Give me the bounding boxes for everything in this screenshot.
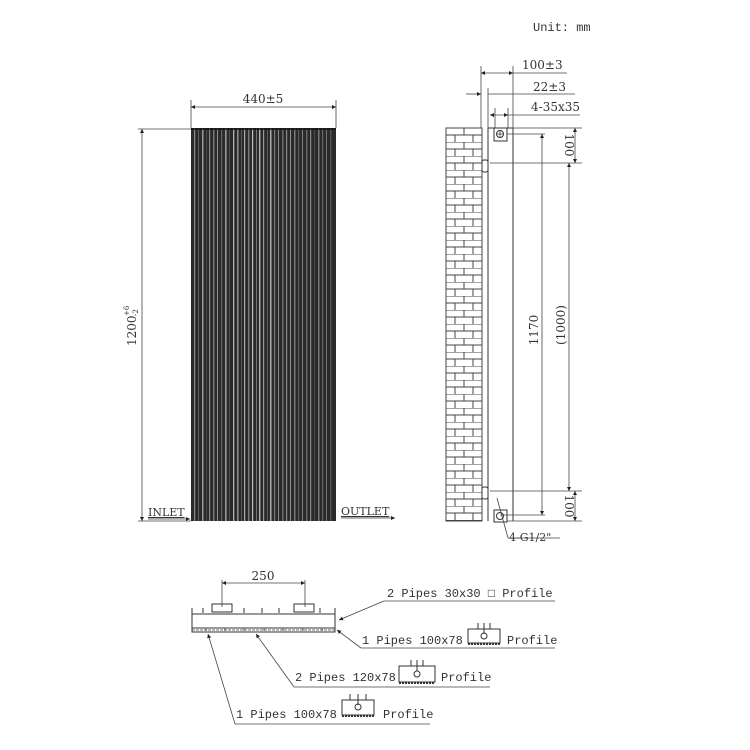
callout-30x30-pipes: 2 Pipes 30x30 □ Profile — [387, 587, 553, 601]
svg-text:1200: 1200 — [125, 315, 139, 346]
side-view: 100±3 22±3 4-35x35 — [445, 58, 582, 544]
unit-label: Unit: mm — [533, 21, 591, 35]
callout-100x78-pipe-left: 1 Pipes 100x78 — [236, 708, 337, 722]
spacing-dimension: 250 — [252, 569, 275, 583]
bracket-dimension: 4-35x35 — [531, 100, 580, 114]
width-dimension: 440±5 — [243, 92, 284, 106]
wall-gap-dimension: 22±3 — [533, 80, 566, 94]
connection-label: 4-G1/2" — [509, 531, 551, 544]
inlet-label: INLET — [148, 506, 185, 519]
height-dimension: 1200 +6 -2 — [123, 305, 140, 346]
bracket-spacing-dimension: (1000) — [554, 305, 568, 345]
section-view: 250 2 Pipes 30x30 □ Profile 1 Pipes 100x… — [191, 569, 557, 725]
callout-100x78-pipe-right: 1 Pipes 100x78 — [362, 634, 463, 648]
svg-text:Profile: Profile — [441, 671, 491, 685]
outlet-label: OUTLET — [341, 505, 390, 518]
profile-cross-section — [191, 603, 336, 633]
top-bracket — [481, 159, 489, 173]
callout-120x78-pipes: 2 Pipes 120x78 — [295, 671, 396, 685]
profile-icon — [341, 694, 375, 717]
svg-text:+6: +6 — [123, 305, 131, 316]
depth-dimension: 100±3 — [522, 58, 563, 72]
bottom-bracket — [481, 486, 489, 500]
svg-text:Profile: Profile — [383, 708, 433, 722]
top-offset-dimension: 100 — [562, 134, 576, 157]
profile-icon — [467, 623, 501, 645]
svg-text:-2: -2 — [132, 309, 140, 316]
svg-text:Profile: Profile — [507, 634, 557, 648]
brick-wall — [445, 127, 483, 522]
pipe-centers-dimension: 1170 — [527, 315, 541, 346]
top-connection — [493, 127, 508, 142]
bottom-offset-dimension: 100 — [562, 495, 576, 518]
profile-icon — [398, 660, 436, 684]
radiator-front-panel — [191, 128, 336, 521]
front-view: 440±5 1200 +6 -2 — [123, 92, 395, 522]
